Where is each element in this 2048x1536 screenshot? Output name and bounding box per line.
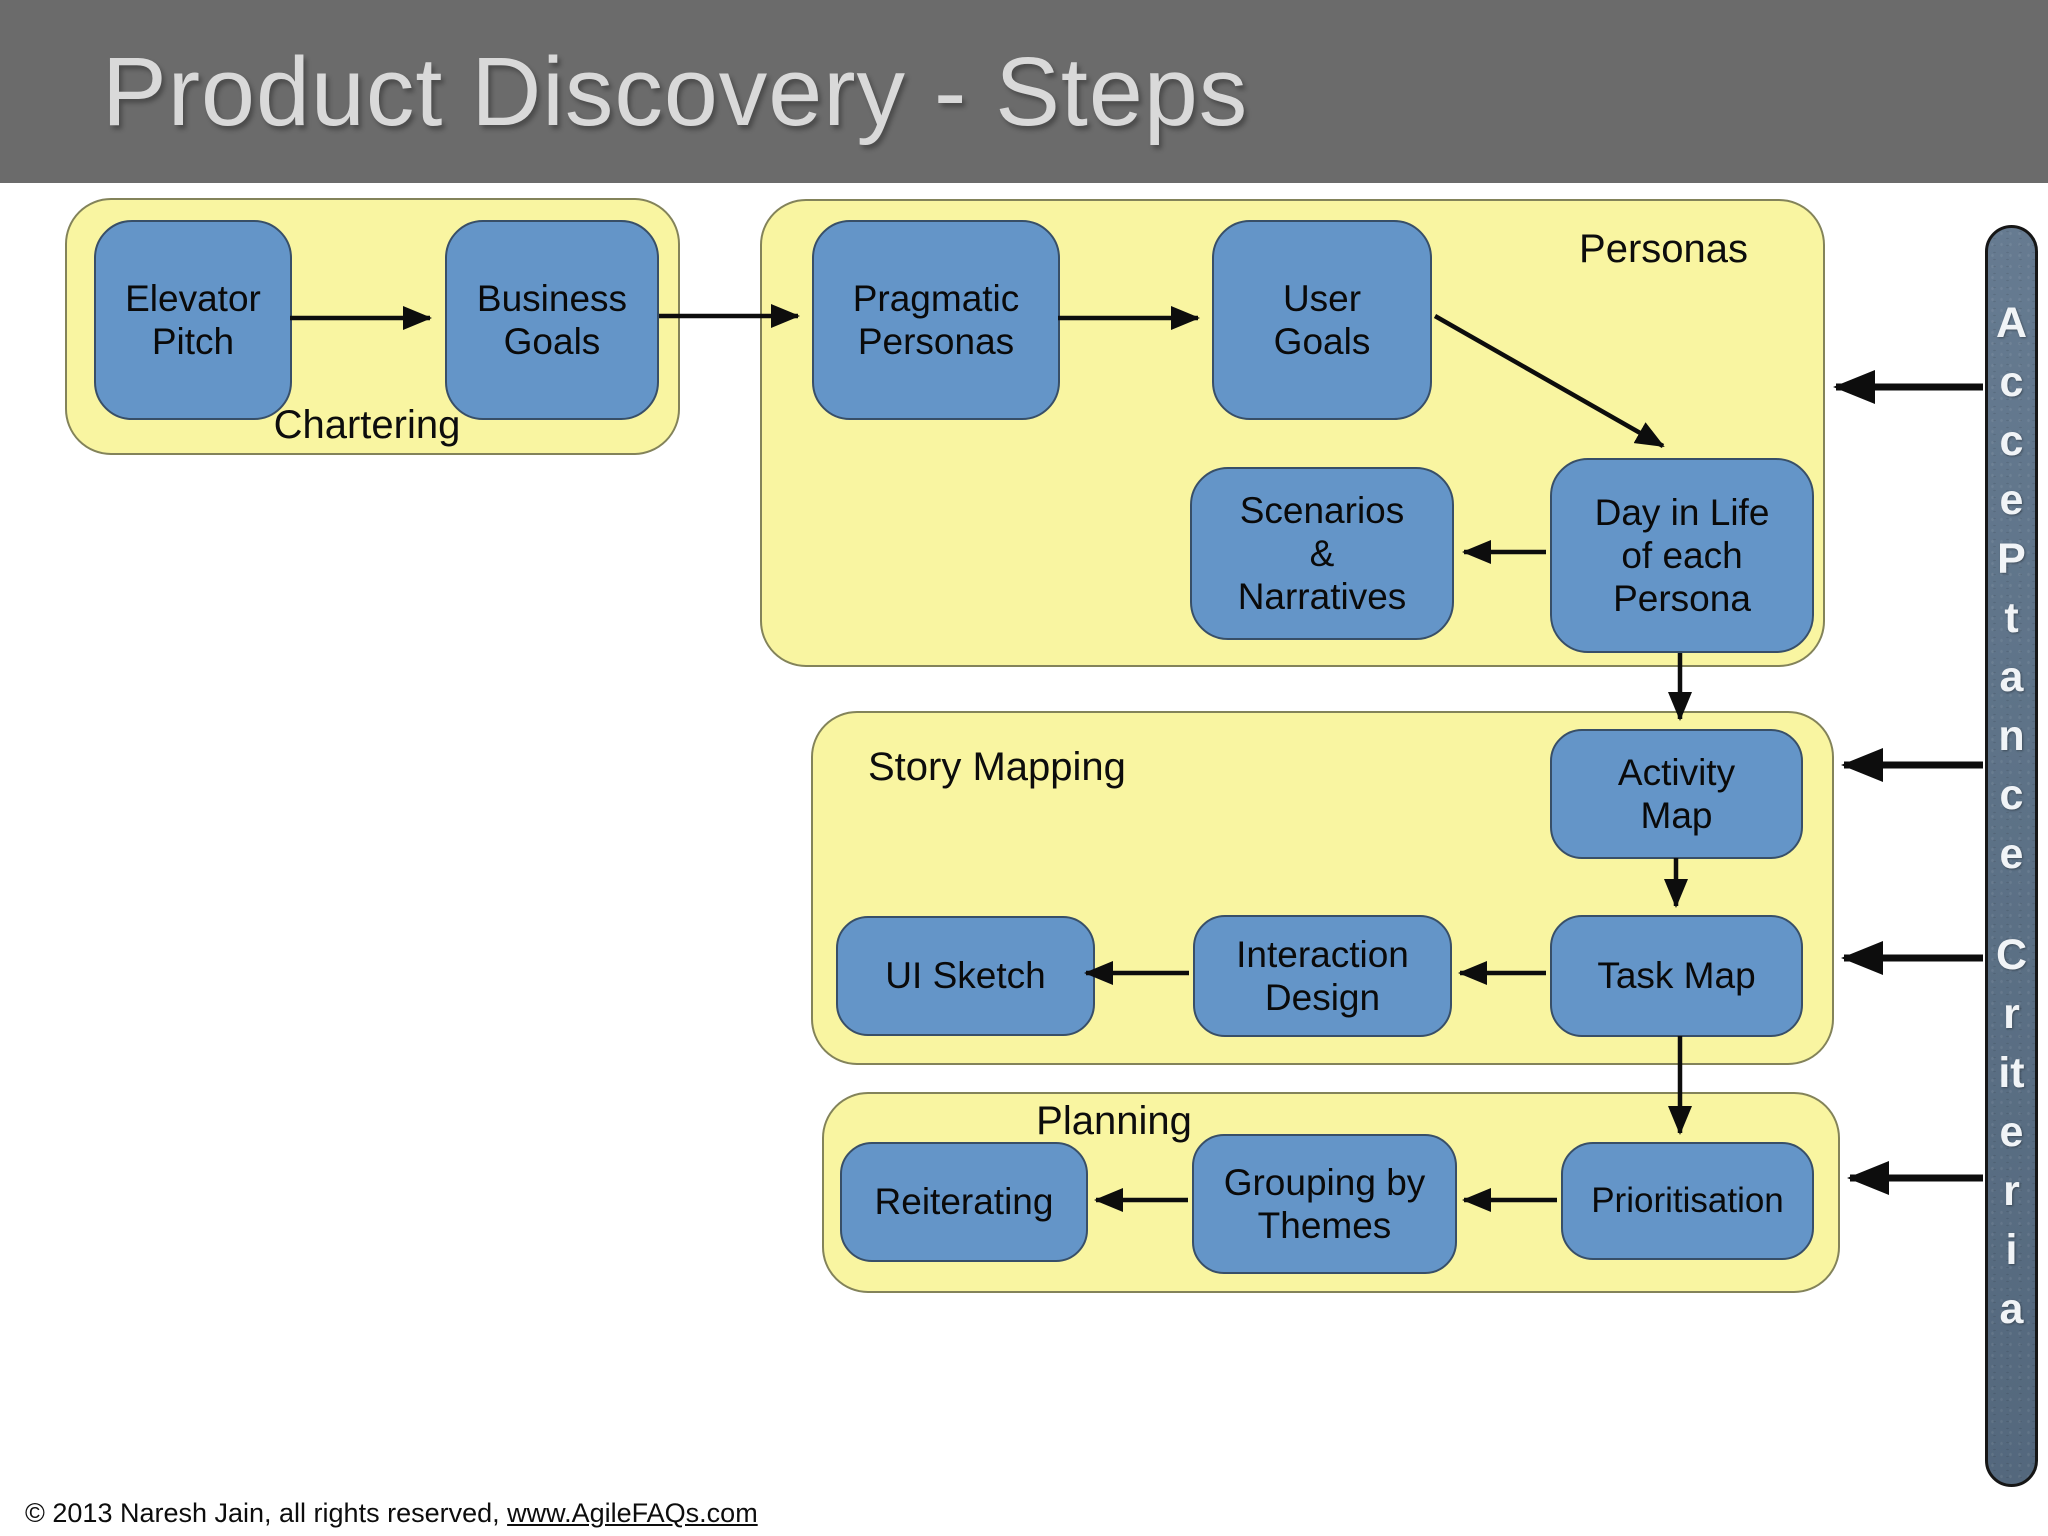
node-elevator-pitch-label: Elevator Pitch xyxy=(125,277,261,362)
node-activity-map-label: Activity Map xyxy=(1617,751,1736,836)
node-interaction-design-label: Interaction Design xyxy=(1236,933,1409,1018)
group-planning: Planning Reiterating Grouping by Themes … xyxy=(822,1092,1840,1293)
node-day-in-life-label: Day in Life of each Persona xyxy=(1594,491,1770,620)
node-grouping-by-themes: Grouping by Themes xyxy=(1192,1134,1457,1274)
node-day-in-life: Day in Life of each Persona xyxy=(1550,458,1814,653)
node-reiterating: Reiterating xyxy=(840,1142,1088,1262)
footer-copyright: © 2013 Naresh Jain, all rights reserved,… xyxy=(25,1498,758,1529)
node-task-map-label: Task Map xyxy=(1597,955,1756,997)
bar-letter: e xyxy=(1999,1108,2024,1156)
group-chartering: Chartering Elevator Pitch Business Goals xyxy=(65,198,680,455)
node-reiterating-label: Reiterating xyxy=(874,1181,1054,1223)
bar-letter: e xyxy=(1999,830,2024,878)
group-planning-label: Planning xyxy=(1036,1099,1192,1143)
group-chartering-label: Chartering xyxy=(273,403,461,447)
node-pragmatic-personas-label: Pragmatic Personas xyxy=(852,277,1020,362)
group-personas: Personas Pragmatic Personas User Goals S… xyxy=(760,199,1825,667)
bar-letter: n xyxy=(1998,712,2025,760)
bar-letter: r xyxy=(2003,1167,2020,1215)
node-activity-map: Activity Map xyxy=(1550,729,1803,859)
acceptance-criteria-bar: A c c e P t a n c e C r it e r i a xyxy=(1985,225,2038,1487)
bar-letter: e xyxy=(1999,476,2024,524)
node-interaction-design: Interaction Design xyxy=(1193,915,1452,1037)
node-user-goals: User Goals xyxy=(1212,220,1432,420)
slide-header: Product Discovery - Steps xyxy=(0,0,2048,183)
bar-letter: A xyxy=(1995,299,2028,347)
bar-letter: r xyxy=(2003,990,2020,1038)
bar-letter: c xyxy=(1999,417,2024,465)
bar-letter: P xyxy=(1997,535,2026,583)
node-prioritisation: Prioritisation xyxy=(1561,1142,1814,1260)
bar-letter: c xyxy=(1999,358,2024,406)
node-scenarios-narratives-label: Scenarios & Narratives xyxy=(1237,489,1407,618)
copyright-text: © 2013 Naresh Jain, all rights reserved, xyxy=(25,1498,508,1528)
group-story-mapping: Story Mapping Activity Map UI Sketch Int… xyxy=(811,711,1834,1065)
bar-letter: i xyxy=(2005,1226,2018,1274)
group-personas-label: Personas xyxy=(1579,227,1748,271)
node-pragmatic-personas: Pragmatic Personas xyxy=(812,220,1060,420)
node-ui-sketch-label: UI Sketch xyxy=(885,955,1046,997)
node-business-goals: Business Goals xyxy=(445,220,659,420)
group-story-mapping-label: Story Mapping xyxy=(868,745,1126,789)
bar-letter: a xyxy=(1999,653,2024,701)
bar-letter: it xyxy=(1998,1049,2025,1097)
bar-letter: a xyxy=(1999,1285,2024,1333)
node-task-map: Task Map xyxy=(1550,915,1803,1037)
node-grouping-by-themes-label: Grouping by Themes xyxy=(1223,1161,1426,1246)
node-user-goals-label: User Goals xyxy=(1273,277,1371,362)
node-elevator-pitch: Elevator Pitch xyxy=(94,220,292,420)
page-title: Product Discovery - Steps xyxy=(102,36,1249,146)
node-prioritisation-label: Prioritisation xyxy=(1591,1180,1784,1220)
bar-letter: c xyxy=(1999,771,2024,819)
bar-letter: t xyxy=(2004,594,2019,642)
node-ui-sketch: UI Sketch xyxy=(836,916,1095,1036)
bar-letter: C xyxy=(1995,931,2028,979)
node-business-goals-label: Business Goals xyxy=(476,277,628,362)
node-scenarios-narratives: Scenarios & Narratives xyxy=(1190,467,1454,640)
agilefaqs-link[interactable]: www.AgileFAQs.com xyxy=(507,1498,758,1528)
